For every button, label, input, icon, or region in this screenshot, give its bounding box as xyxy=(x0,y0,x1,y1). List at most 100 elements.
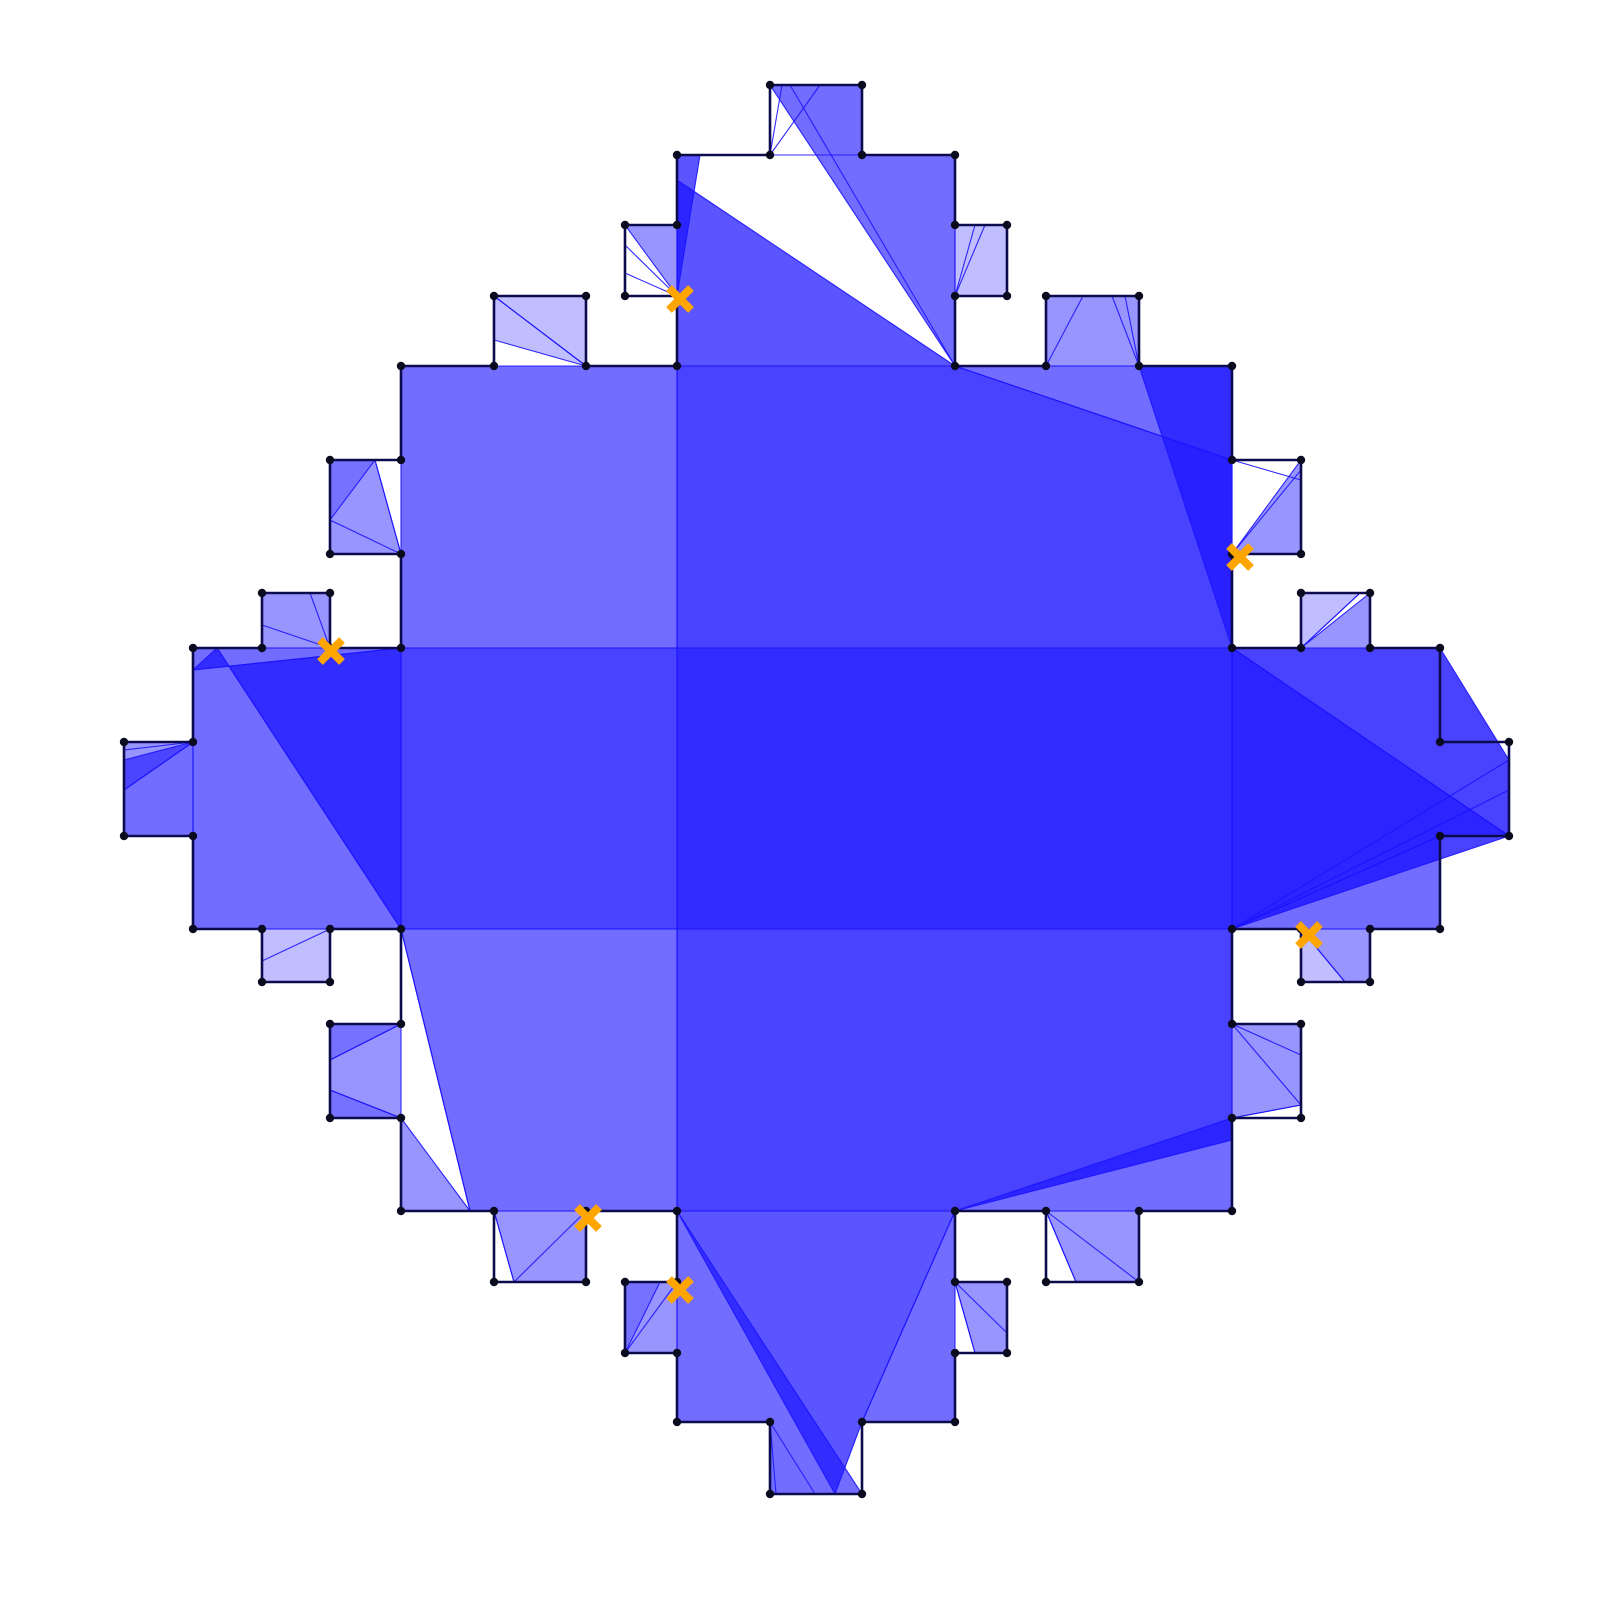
coverage-region xyxy=(1230,458,1302,555)
vertex-dot xyxy=(1041,1277,1051,1287)
triangulation-edge xyxy=(624,244,678,297)
vertex-dot xyxy=(325,455,335,465)
triangulation-edge xyxy=(769,1421,816,1495)
vertex-dot xyxy=(489,1277,499,1287)
vertex-dot xyxy=(672,220,682,230)
triangulation-edge xyxy=(954,224,986,297)
vertex-dot xyxy=(257,977,267,987)
vertex-dot xyxy=(1041,361,1051,371)
triangulation-edge xyxy=(1231,647,1510,837)
vertex-dot xyxy=(672,1348,682,1358)
guard-marker-icon xyxy=(666,1276,694,1304)
vertex-dot xyxy=(620,220,630,230)
triangulation-edge xyxy=(789,84,956,367)
vertex-dot xyxy=(396,361,406,371)
vertex-dot xyxy=(1296,977,1306,987)
vertex-dot xyxy=(1435,643,1445,653)
vertex-dot xyxy=(1504,831,1514,841)
triangulation-edge xyxy=(954,1281,1008,1334)
triangulation-edge xyxy=(123,741,194,791)
triangulation-edge xyxy=(513,1210,587,1283)
vertex-dot xyxy=(188,643,198,653)
vertex-dot xyxy=(325,588,335,598)
vertex-dot xyxy=(396,455,406,465)
vertex-dot xyxy=(1002,1277,1012,1287)
vertex-dot xyxy=(1227,643,1237,653)
triangulation-edge xyxy=(1231,1104,1302,1119)
vertex-dot xyxy=(257,643,267,653)
vertex-dot xyxy=(857,1489,867,1499)
vertex-dot xyxy=(765,80,775,90)
vertex-dot xyxy=(857,150,867,160)
triangulation-edge xyxy=(1300,592,1361,649)
triangulation-edge xyxy=(1231,459,1302,481)
guard-marker-icon xyxy=(1295,921,1323,949)
triangulation-edge xyxy=(769,84,783,156)
vertex-dot xyxy=(950,291,960,301)
triangulation-edge xyxy=(1111,295,1140,367)
vertex-dot xyxy=(396,1019,406,1029)
coverage-region xyxy=(954,1281,1008,1354)
vertex-dot xyxy=(950,1348,960,1358)
vertex-dot xyxy=(325,549,335,559)
vertex-dot xyxy=(950,1206,960,1216)
vertex-dot xyxy=(1134,361,1144,371)
triangulation-edge xyxy=(329,1023,402,1061)
vertex-dot xyxy=(1002,220,1012,230)
vertex-dot xyxy=(489,361,499,371)
triangulation-edge xyxy=(216,647,402,930)
coverage-region xyxy=(400,365,678,649)
triangulation-edge xyxy=(192,647,402,671)
vertex-dot xyxy=(325,1113,335,1123)
vertex-dot xyxy=(325,1019,335,1029)
vertex-dot xyxy=(765,1417,775,1427)
triangulation-edge xyxy=(1231,469,1302,555)
coverage-region xyxy=(400,928,678,1212)
triangulation-edge xyxy=(954,224,976,297)
coverage-region xyxy=(400,647,678,930)
vertex-dot xyxy=(620,291,630,301)
vertex-dot xyxy=(672,150,682,160)
vertex-dot xyxy=(950,1277,960,1287)
triangulation-edge xyxy=(261,928,331,962)
vertex-dot xyxy=(1227,455,1237,465)
vertex-dot xyxy=(1435,831,1445,841)
triangulation-edge xyxy=(374,459,402,555)
vertex-dot xyxy=(1134,291,1144,301)
vertex-dot xyxy=(672,1417,682,1427)
vertex-dot xyxy=(950,361,960,371)
triangulation-edge xyxy=(400,928,471,1212)
vertex-dot xyxy=(325,977,335,987)
vertex-dot xyxy=(581,291,591,301)
triangulation-edge xyxy=(1231,789,1510,930)
guard-marker-icon xyxy=(666,285,694,313)
triangulation-edge xyxy=(329,1089,402,1119)
vertex-dot xyxy=(1296,643,1306,653)
vertex-dot xyxy=(1296,1113,1306,1123)
coverage-region xyxy=(261,928,331,983)
vertex-dot xyxy=(950,1417,960,1427)
vertex-dot xyxy=(489,291,499,301)
vertex-dot xyxy=(1365,643,1375,653)
vertex-dot xyxy=(581,361,591,371)
vertex-dot xyxy=(1041,1206,1051,1216)
vertex-dot xyxy=(1227,361,1237,371)
vertex-dot xyxy=(1227,924,1237,934)
vertex-dot xyxy=(1365,588,1375,598)
vertex-dot xyxy=(1227,1113,1237,1123)
coverage-region xyxy=(1231,1023,1302,1119)
vertex-dot xyxy=(396,924,406,934)
triangulation-edge xyxy=(1124,295,1140,367)
vertex-dot xyxy=(1134,1206,1144,1216)
vertex-dot xyxy=(188,737,198,747)
vertex-dot xyxy=(581,1277,591,1287)
coverage-region xyxy=(623,224,678,298)
vertex-dot xyxy=(950,150,960,160)
coverage-region xyxy=(493,1210,587,1283)
vertex-dot xyxy=(672,361,682,371)
vertex-dot xyxy=(188,924,198,934)
vertex-dot xyxy=(1296,1019,1306,1029)
triangulation-edge xyxy=(1045,295,1084,367)
coverage-regions xyxy=(123,84,1511,1496)
